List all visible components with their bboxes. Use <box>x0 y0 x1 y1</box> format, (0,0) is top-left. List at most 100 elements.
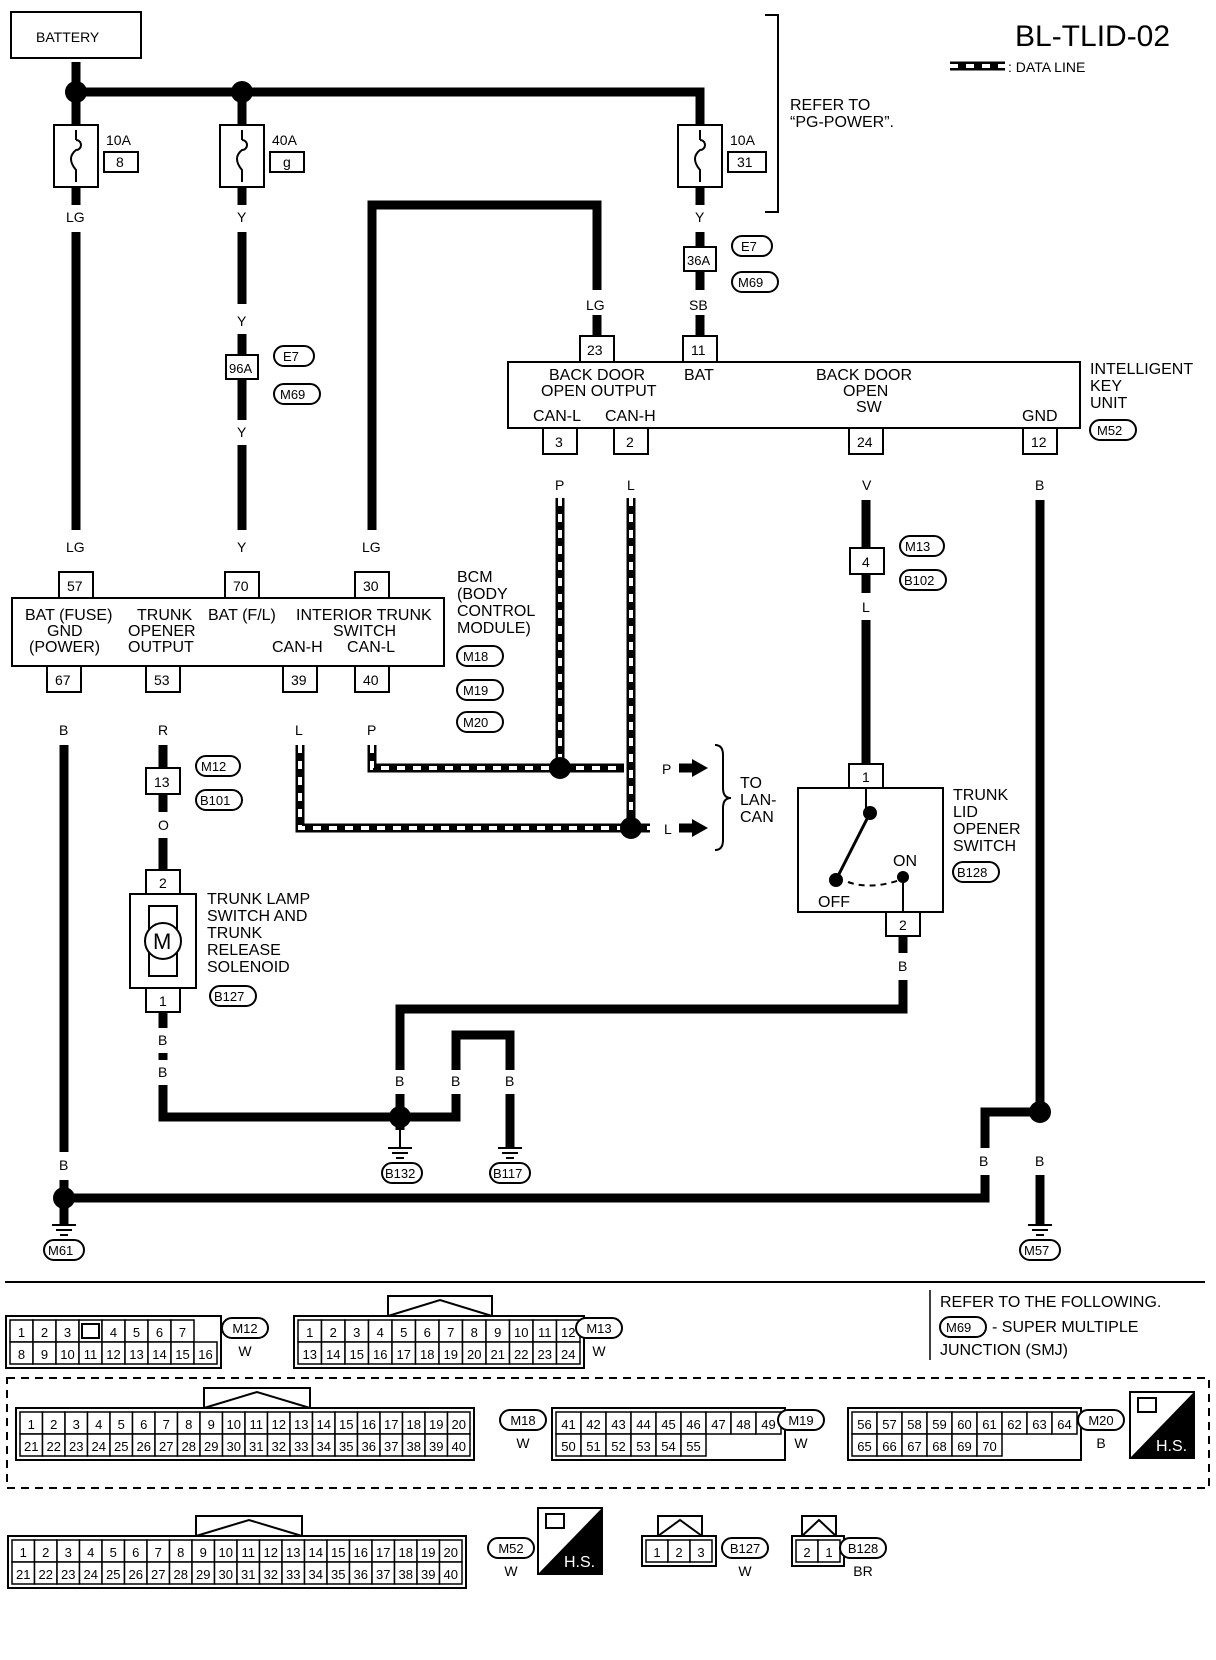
svg-text:1: 1 <box>862 769 870 785</box>
svg-text:10A: 10A <box>730 132 756 148</box>
connector-pin-number: 7 <box>447 1325 454 1340</box>
connector-pin-number: 18 <box>407 1417 421 1432</box>
connector-pin-number: 2 <box>50 1417 57 1432</box>
hs-badge-1: H.S. <box>1129 1391 1195 1459</box>
connector-pin-number: 29 <box>196 1567 210 1582</box>
svg-text:CAN-L: CAN-L <box>533 408 581 425</box>
connector-id: B127 <box>730 1541 760 1556</box>
connector-pin-number: 43 <box>611 1417 625 1432</box>
svg-text:LG: LG <box>66 539 85 555</box>
svg-text:REFER TO THE FOLLOWING.: REFER TO THE FOLLOWING. <box>940 1294 1161 1311</box>
connector-pin-number: 69 <box>957 1439 971 1454</box>
connector-cell <box>438 1561 463 1585</box>
svg-text:P: P <box>662 761 671 777</box>
svg-text:(BODY: (BODY <box>457 586 508 603</box>
svg-text:SOLENOID: SOLENOID <box>207 959 290 976</box>
connector-pin-number: 52 <box>611 1439 625 1454</box>
connector-pin-number: 24 <box>92 1439 106 1454</box>
svg-text:V: V <box>862 477 872 493</box>
connector-pin-number: 5 <box>133 1325 140 1340</box>
connector-color: W <box>516 1435 530 1451</box>
connector-pin-number: 24 <box>561 1347 575 1362</box>
svg-text:B: B <box>395 1073 404 1089</box>
connector-pin-number: 16 <box>198 1347 212 1362</box>
connector-pin-number: 56 <box>857 1417 871 1432</box>
connector-color: W <box>504 1563 518 1579</box>
joint-4: 4 M13 B102 <box>849 535 947 591</box>
connector-cell <box>680 1433 707 1457</box>
connector-pin-number: 54 <box>661 1439 675 1454</box>
svg-text:M18: M18 <box>463 649 488 664</box>
svg-text:B: B <box>1035 477 1044 493</box>
connector-pin-number: 13 <box>303 1347 317 1362</box>
connector-pin-number: 67 <box>907 1439 921 1454</box>
svg-text:B: B <box>158 1032 167 1048</box>
connector-pin-number: 8 <box>185 1417 192 1432</box>
svg-text:96A: 96A <box>229 361 252 376</box>
connector-pin-number: 7 <box>155 1545 162 1560</box>
svg-text:M61: M61 <box>48 1243 73 1258</box>
svg-text:B: B <box>898 958 907 974</box>
svg-text:3: 3 <box>555 434 563 450</box>
connector-pin-number: 7 <box>179 1325 186 1340</box>
connector-pin-number: 9 <box>41 1347 48 1362</box>
connector-pin-number: 24 <box>84 1567 98 1582</box>
connector-pin-number: 27 <box>151 1567 165 1582</box>
svg-text:B: B <box>451 1073 460 1089</box>
svg-text:B: B <box>505 1073 514 1089</box>
connector-pin-number: 39 <box>421 1567 435 1582</box>
connector-pin-number: 26 <box>129 1567 143 1582</box>
connector-id: B128 <box>848 1541 878 1556</box>
connector-pin-number: 10 <box>219 1545 233 1560</box>
svg-text:: DATA LINE: : DATA LINE <box>1008 59 1085 75</box>
connector-pin-number: 15 <box>175 1347 189 1362</box>
connector-pin-number: 19 <box>421 1545 435 1560</box>
connector-pin-number: 36 <box>354 1567 368 1582</box>
svg-text:M69: M69 <box>280 387 305 402</box>
svg-text:UNIT: UNIT <box>1090 395 1128 412</box>
connector-pin-number: 4 <box>377 1325 384 1340</box>
svg-text:TO: TO <box>740 775 762 792</box>
connector-pin-number: 6 <box>132 1545 139 1560</box>
svg-text:LG: LG <box>586 297 605 313</box>
connector-pin-number: 9 <box>494 1325 501 1340</box>
svg-text:M13: M13 <box>905 539 930 554</box>
connector-pin-number: 12 <box>272 1417 286 1432</box>
svg-text:12: 12 <box>1031 434 1047 450</box>
connector-color: W <box>592 1343 606 1359</box>
svg-text:36A: 36A <box>687 253 710 268</box>
connector-pin-number: 28 <box>174 1567 188 1582</box>
svg-text:SWITCH AND: SWITCH AND <box>207 908 307 925</box>
connector-cell <box>1051 1411 1078 1435</box>
connector-pin-number: 60 <box>957 1417 971 1432</box>
connector-pin-number: 11 <box>242 1545 256 1560</box>
svg-text:30: 30 <box>363 578 379 594</box>
connector-pin-number: 29 <box>204 1439 218 1454</box>
connector-pin-number: 47 <box>711 1417 725 1432</box>
connector-pin-number: 15 <box>339 1417 353 1432</box>
connector-pin-number: 38 <box>407 1439 421 1454</box>
connector-cell <box>976 1433 1003 1457</box>
connector-color: W <box>738 1563 752 1579</box>
connector-pin-number: 4 <box>95 1417 102 1432</box>
connector-pin-number: 1 <box>653 1545 660 1560</box>
connector-pin-number: 11 <box>250 1417 264 1432</box>
svg-text:TRUNK LAMP: TRUNK LAMP <box>207 891 310 908</box>
connector-pin-number: 41 <box>561 1417 575 1432</box>
svg-text:SWITCH: SWITCH <box>953 838 1016 855</box>
connector-pin-number: 2 <box>41 1325 48 1340</box>
svg-text:H.S.: H.S. <box>1156 1438 1187 1455</box>
connector-pin-number: 21 <box>491 1347 505 1362</box>
connector-pin-number: 1 <box>28 1417 35 1432</box>
connector-pin-number: 21 <box>24 1439 38 1454</box>
svg-text:57: 57 <box>67 578 83 594</box>
svg-text:M20: M20 <box>463 715 488 730</box>
connector-pin-number: 3 <box>64 1325 71 1340</box>
svg-text:B: B <box>1035 1153 1044 1169</box>
svg-text:O: O <box>158 817 169 833</box>
connector-pin-number: 23 <box>538 1347 552 1362</box>
svg-text:L: L <box>664 821 672 837</box>
